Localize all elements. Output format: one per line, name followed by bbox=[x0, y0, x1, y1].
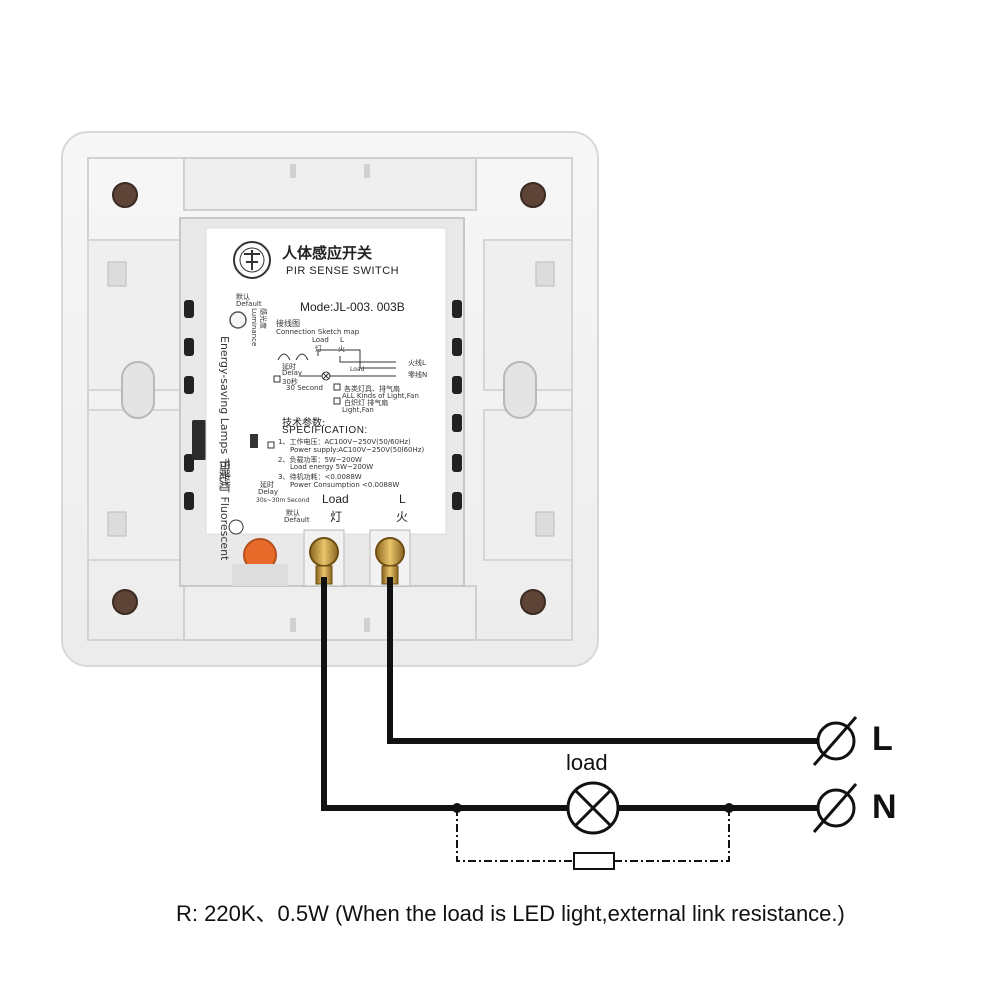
load-small: Load bbox=[312, 336, 329, 344]
mode-indicator-block bbox=[250, 434, 258, 448]
load-small-cn: 灯 bbox=[315, 345, 322, 353]
load-icon-label: Load bbox=[350, 366, 365, 373]
spec-cn: 技术参数: bbox=[282, 418, 326, 429]
lights-en: ALL Kinds of Light,Fan bbox=[342, 392, 419, 400]
l-small-cn: 火 bbox=[338, 345, 345, 353]
spec2-cn: 2、负载功率：5W~200W bbox=[278, 456, 362, 464]
title-en: PIR SENSE SWITCH bbox=[286, 265, 400, 277]
wires bbox=[321, 577, 821, 811]
l-terminal-cn: 火 bbox=[396, 510, 409, 524]
brand-logo-icon bbox=[233, 241, 271, 279]
terminal-n-label: N bbox=[872, 788, 897, 826]
default-top-cn: 默认 bbox=[236, 293, 250, 301]
delay-en: Delay bbox=[282, 369, 303, 377]
wiring-en: Connection Sketch map bbox=[276, 328, 360, 336]
screw-hole-bottom-left bbox=[112, 589, 138, 615]
terminal-block-base bbox=[232, 564, 288, 586]
luminance-en: Luminance bbox=[250, 308, 258, 347]
spec1-cn: 1、工作电压：AC100V~250V(50/60Hz) bbox=[278, 438, 411, 446]
l-small: L bbox=[340, 336, 344, 344]
line-terminal[interactable] bbox=[369, 529, 411, 587]
screw-hole-top-left bbox=[112, 182, 138, 208]
spec3-en: Power Consumption <0.0088W bbox=[290, 481, 400, 489]
terminal-n-symbol-icon bbox=[812, 783, 858, 833]
spec3-cn: 3、待机功耗：<0.0088W bbox=[278, 473, 362, 481]
load-terminal-cn: 灯 bbox=[330, 510, 343, 524]
delay-30-en: 30 Second bbox=[286, 384, 323, 392]
spec1-en: Power supply:AC100V~250V(50l60Hz) bbox=[290, 446, 425, 454]
screw-hole-bottom-right bbox=[520, 589, 546, 615]
screw-hole-top-right bbox=[520, 182, 546, 208]
module-side-tabs bbox=[184, 300, 462, 510]
l-terminal-label: L bbox=[399, 492, 406, 506]
fire-line: 火线L bbox=[408, 359, 426, 367]
white-cn: 白炽灯 排气扇 bbox=[344, 399, 389, 407]
model-number: Mode:JL-003. 003B bbox=[300, 300, 405, 314]
load-terminal[interactable] bbox=[303, 529, 345, 587]
default-bottom-cn: 默认 bbox=[286, 509, 300, 517]
delay-30: 30秒 bbox=[282, 378, 298, 386]
luminance-cn: 感光度 bbox=[259, 308, 267, 329]
spec2-en: Load energy 5W~200W bbox=[290, 463, 374, 471]
delay-bottom-cn: 延时 bbox=[260, 481, 274, 489]
wiring-cn: 接线图 bbox=[276, 319, 300, 328]
junction-dot-left bbox=[452, 803, 462, 813]
luminance-knob[interactable] bbox=[229, 311, 247, 329]
title-cn: 人体感应开关 bbox=[282, 244, 373, 262]
zero-line: 零线N bbox=[408, 371, 428, 379]
delay-bottom-en: Delay bbox=[258, 488, 279, 496]
product-label bbox=[205, 227, 447, 535]
second-range: 30s~30m Second bbox=[256, 497, 310, 504]
resistor-icon bbox=[573, 852, 615, 870]
load-label: load bbox=[566, 750, 608, 775]
caption: R: 220K、0.5W (When the load is LED light… bbox=[176, 901, 845, 926]
white-en: Light,Fan bbox=[342, 406, 374, 414]
delay-cn: 延时 bbox=[282, 363, 296, 371]
default-top-en: Default bbox=[236, 300, 262, 308]
module-schematic bbox=[228, 349, 396, 535]
lamp-icon bbox=[566, 781, 620, 835]
resistor-branch bbox=[456, 808, 730, 862]
spec-en: SPECIFICATION: bbox=[282, 425, 368, 436]
junction-dot-right bbox=[724, 803, 734, 813]
load-terminal-label: Load bbox=[322, 492, 349, 506]
terminal-l-label: L bbox=[872, 720, 893, 758]
fluorescent-label: 日光灯 Fluorescent bbox=[218, 460, 231, 561]
lights-cn: 各类灯具、排气扇 bbox=[344, 385, 400, 393]
mode-slide-switch[interactable] bbox=[192, 420, 206, 460]
terminal-l-symbol-icon bbox=[812, 716, 858, 766]
default-bottom-en: Default bbox=[284, 516, 310, 524]
